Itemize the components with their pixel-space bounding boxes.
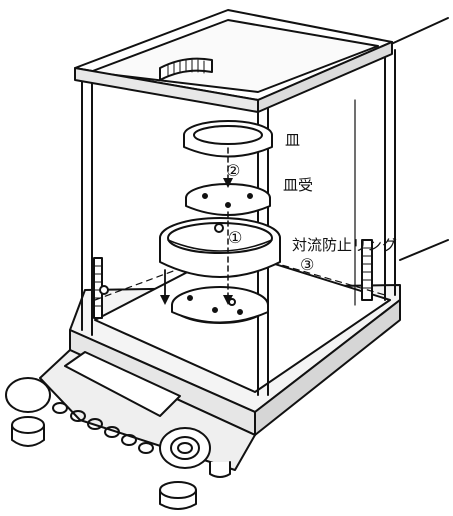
panel-button[interactable] <box>52 402 68 414</box>
label-step2: ② <box>226 161 240 180</box>
weighing-pan-rim <box>193 125 263 145</box>
right-foot <box>209 461 231 478</box>
panel-button[interactable] <box>121 434 137 446</box>
panel-button[interactable] <box>138 442 154 454</box>
display-window <box>64 351 181 417</box>
leader-line-2 <box>399 239 449 261</box>
panel-button[interactable] <box>104 426 120 438</box>
arrow-down-icon <box>223 295 233 305</box>
arrow-down-icon <box>223 178 233 188</box>
base-side-face <box>254 299 401 436</box>
arrow-down-icon <box>160 295 170 305</box>
front-foot-top <box>159 481 197 499</box>
right-door-handle <box>361 239 373 301</box>
label-pan: 皿 <box>285 131 300 149</box>
right-leveling-knob <box>159 427 211 469</box>
label-step3: ③ <box>300 255 314 274</box>
leader-line <box>388 17 449 46</box>
panel-button[interactable] <box>87 418 103 430</box>
top-frame-side <box>257 41 393 113</box>
right-knob-center <box>177 442 193 454</box>
label-step1: ① <box>228 228 242 247</box>
label-pan-support: 皿受 <box>283 176 313 194</box>
spindle-tip <box>214 223 224 233</box>
panel-button[interactable] <box>70 410 86 422</box>
left-leveling-knob <box>5 377 51 413</box>
label-convection-ring: 対流防止リング <box>292 236 397 254</box>
left-foot-top <box>11 416 45 434</box>
right-knob-inner <box>170 436 200 460</box>
